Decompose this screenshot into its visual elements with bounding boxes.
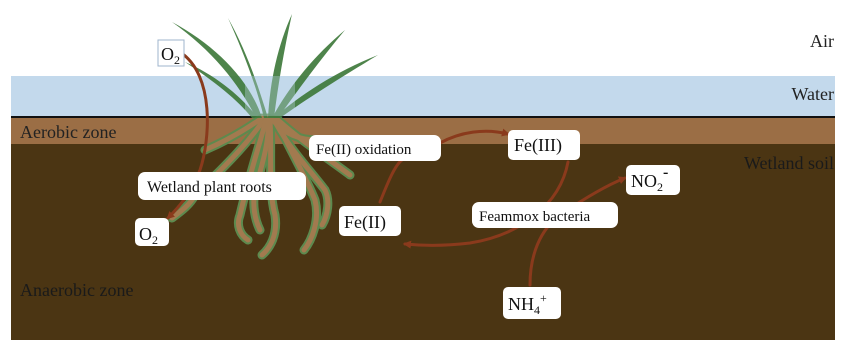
fe3-box: Fe(III) xyxy=(508,130,580,160)
o2-bottom-box: O2 xyxy=(135,218,169,247)
nh4-subscript: 4 xyxy=(534,303,540,317)
grass-water-overlap xyxy=(245,76,295,116)
feammox-box: Feammox bacteria xyxy=(472,202,618,228)
air-label: Air xyxy=(810,31,834,51)
roots-label: Wetland plant roots xyxy=(147,179,272,196)
o2-top-box: O2 xyxy=(158,40,184,67)
fe3-label: Fe(III) xyxy=(514,135,562,156)
aerobic-zone-label: Aerobic zone xyxy=(20,122,116,142)
nh4-text: NH xyxy=(508,294,534,314)
water-label: Water xyxy=(791,84,834,104)
o2-bottom-text: O xyxy=(139,224,152,244)
fe2-oxidation-box: Fe(II) oxidation xyxy=(309,135,441,161)
o2-top-text: O xyxy=(161,44,174,64)
o2-top-subscript: 2 xyxy=(174,53,180,67)
wetland-soil-label: Wetland soil xyxy=(744,153,834,173)
anaerobic-zone-label: Anaerobic zone xyxy=(20,280,133,300)
no2-text: NO xyxy=(631,171,657,191)
water-layer xyxy=(11,76,835,116)
no2-box: NO2- xyxy=(626,164,680,195)
no2-subscript: 2 xyxy=(657,180,663,194)
fe2-oxidation-label: Fe(II) oxidation xyxy=(316,142,412,158)
fe2-box: Fe(II) xyxy=(339,206,401,236)
nh4-box: NH4+ xyxy=(503,287,561,319)
o2-bottom-subscript: 2 xyxy=(152,233,158,247)
nh4-superscript: + xyxy=(540,291,547,305)
feammox-label: Feammox bacteria xyxy=(479,209,591,225)
roots-box: Wetland plant roots xyxy=(138,172,306,200)
no2-superscript: - xyxy=(663,164,668,181)
soil-layer xyxy=(11,144,835,340)
fe2-label: Fe(II) xyxy=(344,212,386,233)
